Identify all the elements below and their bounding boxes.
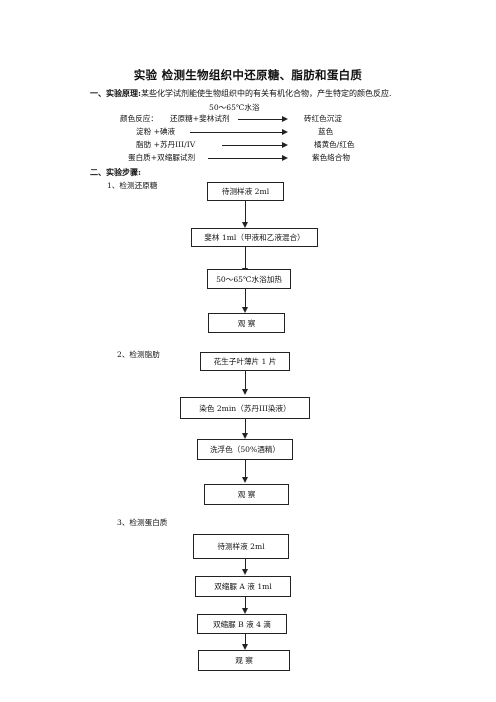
flow3-connector-2 — [245, 597, 246, 609]
flow1-label: 1、检测还原糖 — [107, 181, 158, 190]
flow1-step-4: 观 察 — [208, 313, 285, 333]
principle-text: 某些化学试剂能使生物组织中的有关有机化合物，产生特定的颜色反应. — [140, 89, 392, 98]
flow2-arrowhead-1 — [242, 389, 248, 395]
flow3-step-2: 双缩脲 A 液 1ml — [195, 576, 291, 597]
reaction-condition: 50～65℃水浴 — [209, 103, 260, 112]
flow3-step-1: 待测样液 2ml — [193, 534, 289, 559]
flow3-arrowhead-1 — [242, 569, 248, 575]
reaction-color-3: 橘黄色/红色 — [314, 140, 355, 149]
flow2-arrowhead-3 — [242, 477, 248, 483]
flow2-connector-2 — [245, 419, 246, 433]
flow1-connector-1 — [245, 201, 246, 222]
section1-heading: 一、实验原理: — [90, 88, 141, 98]
reaction-arrow-1 — [238, 119, 282, 120]
flow2-step-2: 染色 2min（苏丹III染液） — [180, 397, 310, 419]
flow2-step-1: 花生子叶薄片 1 片 — [200, 352, 290, 371]
flow1-step-2: 斐林 1ml（甲液和乙液混合） — [191, 228, 318, 247]
reaction-color-1: 砖红色沉淀 — [304, 114, 342, 123]
reaction-color-4: 紫色络合物 — [312, 153, 350, 162]
reaction-arrowhead-1 — [282, 116, 288, 122]
flow2-connector-1 — [245, 371, 246, 389]
reaction-color-2: 蓝色 — [318, 127, 334, 136]
flow3-step-4: 观 察 — [198, 650, 290, 671]
flow1-connector-2 — [245, 247, 246, 268]
flow3-connector-3 — [245, 634, 246, 644]
reaction-reagent-2: 淀粉 +碘液 — [136, 127, 176, 136]
reaction-reagent-1: 还原糖+斐林试剂 — [170, 114, 230, 123]
reaction-arrowhead-3 — [282, 142, 288, 148]
reaction-arrow-3 — [222, 145, 282, 146]
flow3-arrowhead-3 — [242, 644, 248, 650]
reaction-arrowhead-4 — [282, 155, 288, 161]
reaction-arrow-2 — [190, 132, 282, 133]
flow2-step-4: 观 察 — [204, 484, 289, 505]
flow2-arrowhead-2 — [242, 433, 248, 439]
flow1-connector-3 — [245, 289, 246, 310]
flow3-label: 3、检测蛋白质 — [117, 518, 168, 527]
section2-heading: 二、实验步骤: — [90, 167, 141, 177]
reaction-reagent-4: 蛋白质+双缩脲试剂 — [128, 153, 196, 162]
reaction-arrow-4 — [208, 158, 282, 159]
flow3-arrowhead-2 — [242, 608, 248, 614]
flow3-step-3: 双缩脲 B 液 4 滴 — [197, 614, 287, 634]
flow2-step-3: 洗浮色（50%酒精） — [197, 439, 293, 460]
page-title: 实验 检测生物组织中还原糖、脂肪和蛋白质 — [133, 68, 363, 82]
flow1-step-3: 50～65℃水浴加热 — [207, 269, 291, 289]
flow2-connector-3 — [245, 460, 246, 477]
flow3-connector-1 — [245, 559, 246, 569]
reaction-label: 颜色反应： — [120, 114, 158, 123]
flow2-label: 2、检测脂肪 — [117, 350, 160, 359]
principle-line: 一、实验原理:某些化学试剂能使生物组织中的有关有机化合物，产生特定的颜色反应. — [90, 88, 392, 99]
flow1-step-1: 待测样液 2ml — [207, 182, 284, 201]
flow1-arrowhead-1 — [242, 222, 248, 228]
reaction-reagent-3: 脂肪 +苏丹III/IV — [136, 140, 196, 149]
flow1-arrowhead-3 — [242, 307, 248, 313]
reaction-arrowhead-2 — [282, 129, 288, 135]
